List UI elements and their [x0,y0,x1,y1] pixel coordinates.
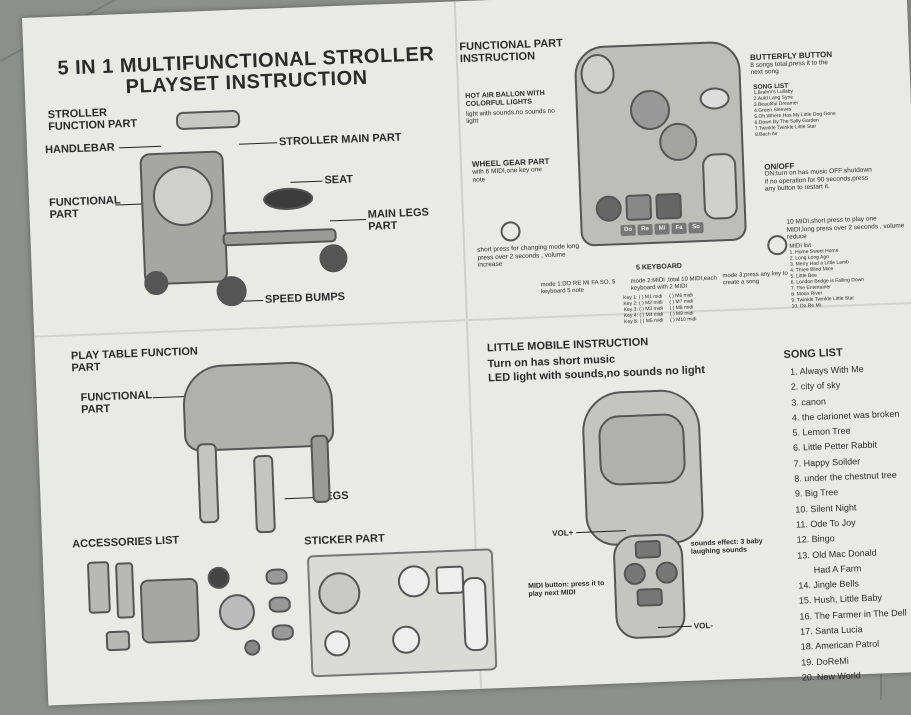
wheel-gear-desc: with 6 MIDI,one key one note [472,166,543,184]
key-map-left: Key 1: ( ) M1 midi Key 2: ( ) M2 midi Ke… [623,293,664,326]
accessories-illustration [22,0,906,656]
label-main-legs: MAIN LEGS PART [367,206,430,233]
label-functional-part: FUNCTIONAL PART [48,194,121,222]
functional-panel-illustration: Do Re Mi Fa So [22,0,906,256]
midi-desc: 10 MIDI,short press to play one MIDI,lon… [786,215,905,241]
mobile-phone-illustration [22,0,906,640]
play-table-heading: PLAY TABLE FUNCTION PART [70,345,199,375]
midi-list: MIDI list 1. Home Sweet Home 2. Long Lon… [789,239,901,310]
sticker-heading: STICKER PART [304,532,385,548]
mobile-heading: LITTLE MOBILE INSTRUCTION [486,336,649,355]
stroller-illustration [22,0,906,307]
accessories-heading: ACCESSORIES LIST [72,534,180,551]
music-note-icon [766,234,788,256]
song-item: 20. New World [801,670,861,683]
hot-air-desc: light with sounds,no sounds no light [465,107,556,126]
label-handlebar: HANDLEBAR [44,141,115,157]
song-list-title: SONG LIST [783,346,843,362]
key-map-right: ( ) M6 midi ( ) M7 midi ( ) M8 midi ( ) … [669,292,697,324]
keyboard-label: 5 KEYBOARD [635,262,683,272]
mode1-desc: mode 1:DO RE MI FA SO, 5 keyboard 5 note [540,279,616,296]
mode3-desc: mode 3:press any key to create a song [722,270,788,287]
mode-desc: short press for changing mode long press… [477,242,580,269]
vol-plus-label: VOL+ [552,528,574,539]
song-list: 1. Always With Me 2. city of sky 3. cano… [790,361,910,686]
label-speed-bumps: SPEED BUMPS [264,290,346,306]
instruction-sheet: 5 IN 1 MULTIFUNCTIONAL STROLLER PLAYSET … [22,0,911,706]
hot-air-title: HOT AIR BALLON WITH COLORFUL LIGHTS [465,89,545,109]
sheet-title: 5 IN 1 MULTIFUNCTIONAL STROLLER PLAYSET … [46,43,447,101]
sticker-sheet-illustration [22,0,906,678]
play-table-illustration [22,0,906,534]
vol-minus-label: VOL- [693,620,714,631]
midi-button-desc: MIDI button: press it to play next MIDI [528,580,605,598]
butterfly-desc: 8 songs total,press it to the next song [750,59,829,77]
label-stroller-main-part: STROLLER MAIN PART [278,131,402,149]
key-fa[interactable]: Fa [671,222,687,235]
key-mi[interactable]: Mi [654,223,670,235]
key-re[interactable]: Re [637,223,653,236]
mode2-desc: mode 2:MIDI ,total 10 MIDI,each keyboard… [630,275,718,292]
functional-part-heading: FUNCTIONAL PART INSTRUCTION [459,37,564,66]
label-play-table-functional-part: FUNCTIONAL PART [80,389,153,417]
label-seat: SEAT [324,173,354,187]
key-do[interactable]: Do [620,224,636,237]
key-so[interactable]: So [688,221,704,234]
sounds-effect-desc: sounds effect: 3 baby laughing sounds [690,537,763,556]
stroller-function-heading: STROLLER FUNCTION PART [47,106,138,134]
volume-icon [500,221,521,242]
butterfly-song-list: 1.Brahm's Lullaby 2.Auld Lang Syne 3.Bea… [753,86,865,137]
onoff-desc: ON:turn on has music OFF:shutdown if no … [764,166,872,193]
paper-fold-horizontal [34,301,911,338]
